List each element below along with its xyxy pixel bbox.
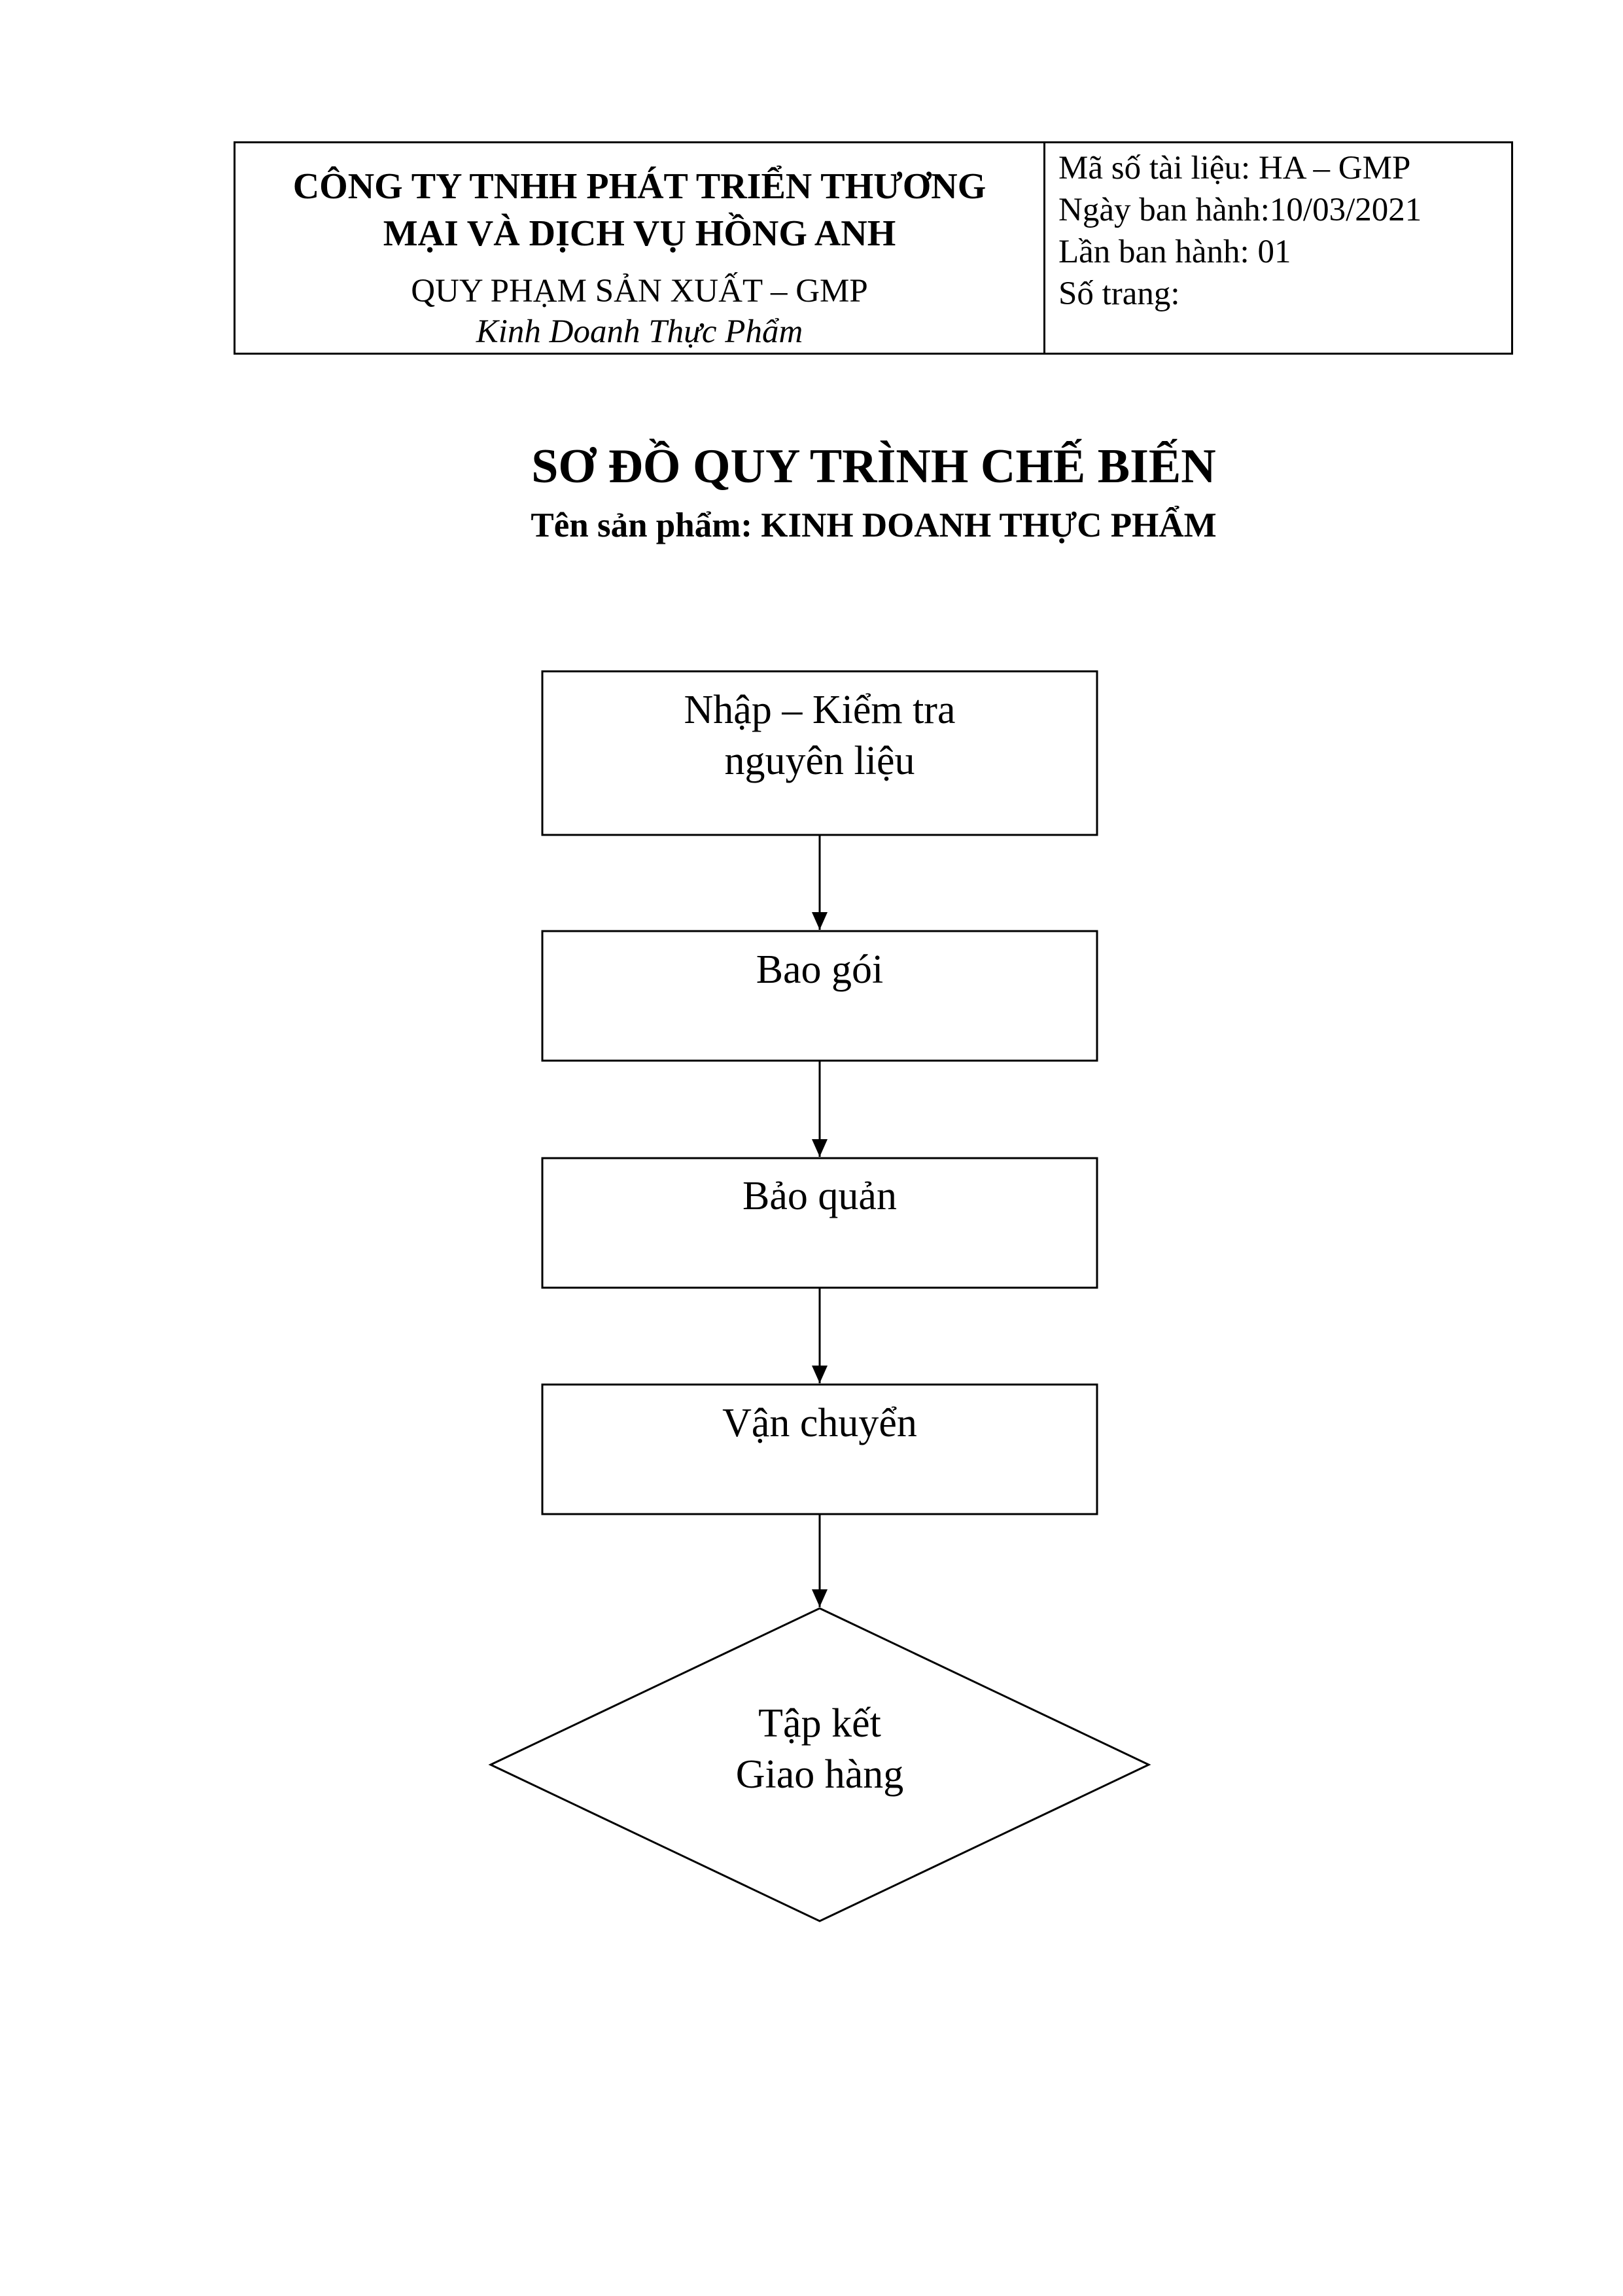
- flow-step-delivery-label-2: Giao hàng: [736, 1752, 904, 1797]
- flow-step-storage-label-1: Bảo quản: [742, 1174, 897, 1218]
- document-header-table: CÔNG TY TNHH PHÁT TRIỂN THƯƠNG MẠI VÀ DỊ…: [234, 141, 1513, 355]
- flow-step-packaging-label-1: Bao gói: [756, 947, 884, 992]
- doc-code: Mã số tài liệu: HA – GMP: [1058, 150, 1411, 186]
- flow-step-transport-label-1: Vận chuyển: [722, 1401, 917, 1445]
- flow-step-packaging: Bao gói: [541, 930, 1098, 1062]
- document-meta-cell: Mã số tài liệu: HA – GMP Ngày ban hành:1…: [1045, 143, 1511, 353]
- company-name-line-2: MẠI VÀ DỊCH VỤ HỒNG ANH: [383, 213, 896, 254]
- document-meta-list: Mã số tài liệu: HA – GMP Ngày ban hành:1…: [1058, 147, 1511, 315]
- company-name: CÔNG TY TNHH PHÁT TRIỂN THƯƠNG MẠI VÀ DỊ…: [236, 163, 1043, 257]
- standard-subtitle: Kinh Doanh Thực Phẩm: [476, 313, 803, 350]
- flow-step-intake: Nhập – Kiểm tra nguyên liệu: [541, 670, 1098, 836]
- company-name-line-1: CÔNG TY TNHH PHÁT TRIỂN THƯƠNG: [292, 166, 986, 207]
- issue-date: Ngày ban hành:10/03/2021: [1058, 192, 1422, 228]
- flow-step-transport: Vận chuyển: [541, 1383, 1098, 1515]
- flow-step-delivery-diamond: [488, 1607, 1151, 1922]
- document-subtitle: Tên sản phẩm: KINH DOANH THỰC PHẨM: [531, 506, 1217, 544]
- flow-step-delivery-label-1: Tập kết: [758, 1701, 881, 1746]
- page-number: Số trang:: [1058, 275, 1180, 312]
- flow-step-intake-label-1: Nhập – Kiểm tra: [684, 688, 956, 732]
- document-title: SƠ ĐỒ QUY TRÌNH CHẾ BIẾN: [531, 440, 1216, 493]
- flow-step-intake-label-2: nguyên liệu: [725, 739, 915, 783]
- flow-step-storage: Bảo quản: [541, 1157, 1098, 1289]
- issue-number: Lần ban hành: 01: [1058, 234, 1291, 270]
- company-cell: CÔNG TY TNHH PHÁT TRIỂN THƯƠNG MẠI VÀ DỊ…: [236, 143, 1045, 353]
- standard-name: QUY PHẠM SẢN XUẤT – GMP: [411, 273, 868, 309]
